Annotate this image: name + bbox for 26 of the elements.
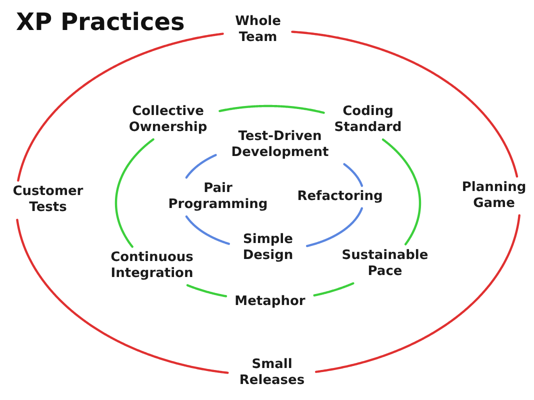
ring-segment xyxy=(17,32,224,182)
practice-label: Collective Ownership xyxy=(120,104,216,136)
ring-segment xyxy=(114,138,154,248)
practice-label: Customer Tests xyxy=(8,184,88,216)
practice-label: Metaphor xyxy=(230,294,310,310)
practice-label: Refactoring xyxy=(295,188,385,206)
ring-segment xyxy=(291,30,518,178)
ring-segment xyxy=(343,163,364,187)
practice-label: Small Releases xyxy=(232,356,312,390)
ring-segment xyxy=(382,138,422,246)
ring-segment xyxy=(185,154,217,179)
ring-segment xyxy=(313,282,354,296)
practice-label: Simple Design xyxy=(233,232,303,264)
ring-segment xyxy=(186,284,228,298)
ring-segment xyxy=(315,214,520,373)
practice-label: Coding Standard xyxy=(328,104,408,136)
practice-label: Pair Programming xyxy=(163,180,273,214)
practice-label: Continuous Integration xyxy=(102,250,202,282)
practice-label: Planning Game xyxy=(459,180,529,212)
practice-label: Whole Team xyxy=(228,14,288,46)
ring-segment xyxy=(218,104,325,114)
ring-segment xyxy=(306,207,363,248)
title: XP Practices xyxy=(16,8,185,36)
ring-segment xyxy=(16,218,229,374)
ring-segment xyxy=(185,215,230,245)
practice-label: Sustainable Pace xyxy=(340,248,430,280)
